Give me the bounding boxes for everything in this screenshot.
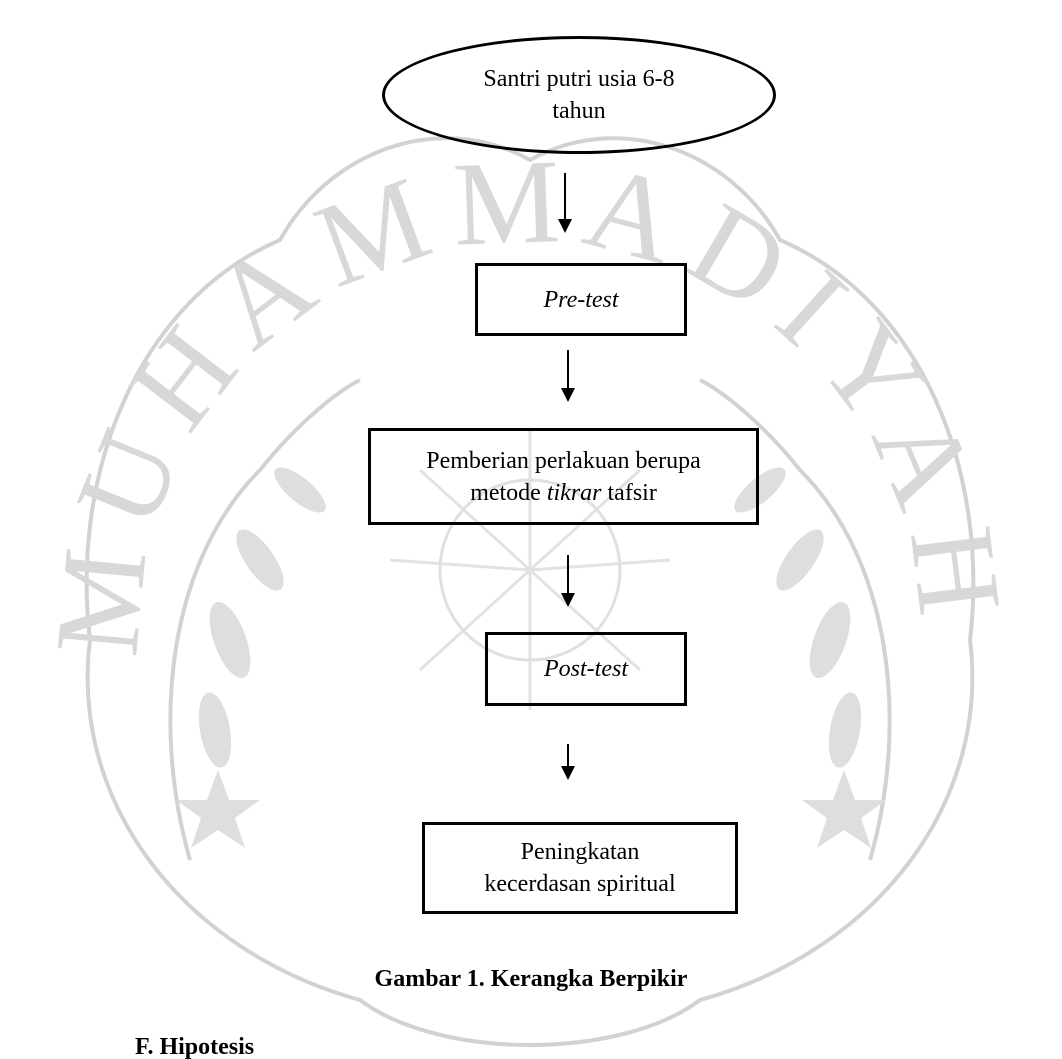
treatment-line2: metode tikrar tafsir <box>470 477 657 509</box>
arrow-start-to-pretest <box>558 173 572 233</box>
arrow-treatment-to-posttest <box>561 555 575 607</box>
arrow-pretest-to-treatment <box>561 350 575 402</box>
result-box-node: Peningkatan kecerdasan spiritual <box>422 822 738 914</box>
treatment-line2-prefix: metode <box>470 479 547 506</box>
pretest-label: Pre-test <box>543 286 619 313</box>
figure-caption: Gambar 1. Kerangka Berpikir <box>374 966 688 992</box>
posttest-box-node: Post-test <box>485 632 687 706</box>
result-line1: Peningkatan <box>520 839 640 865</box>
next-section-heading: F. Hipotesis <box>135 1036 255 1059</box>
treatment-line2-italic: tikrar <box>546 479 602 506</box>
posttest-label: Post-test <box>544 656 628 682</box>
result-line2: kecerdasan spiritual <box>484 871 676 897</box>
treatment-line2-suffix: tafsir <box>601 479 657 506</box>
arrow-posttest-to-result <box>561 744 575 780</box>
treatment-line1: Pemberian perlakuan berupa <box>426 447 701 474</box>
pretest-box-node: Pre-test <box>475 263 687 336</box>
treatment-box-node: Pemberian perlakuan berupa metode tikrar… <box>368 428 759 525</box>
start-ellipse-node: Santri putri usia 6-8 tahun <box>382 36 776 154</box>
start-node-line2: tahun <box>552 98 606 124</box>
start-node-line1: Santri putri usia 6-8 <box>483 66 675 92</box>
